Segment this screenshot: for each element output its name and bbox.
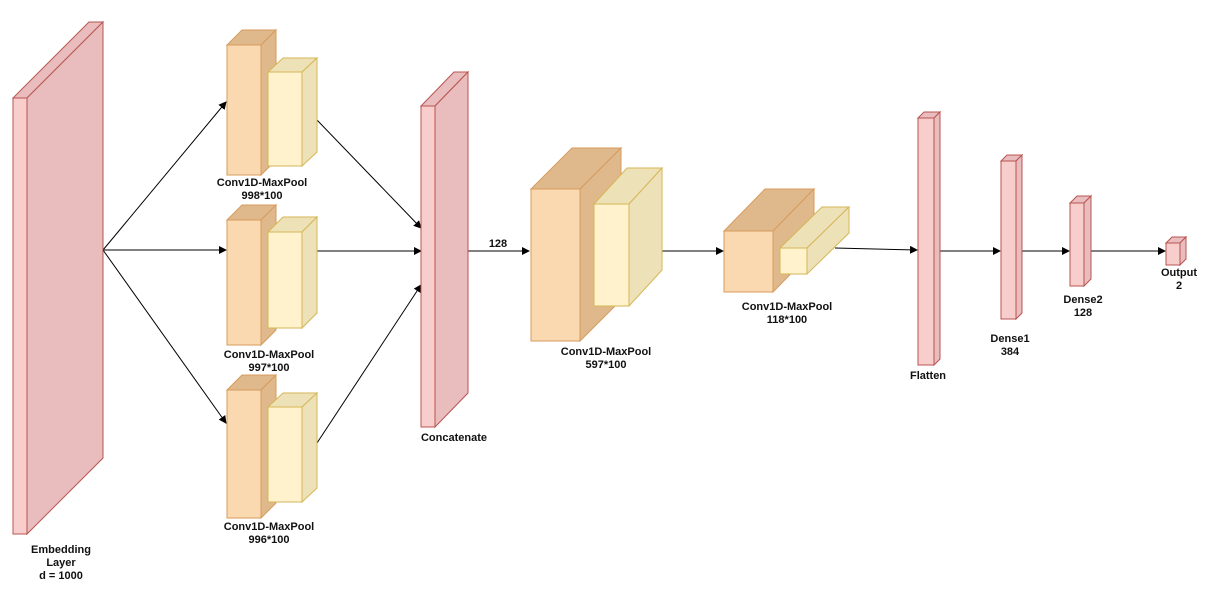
- conv-block-b: [225, 203, 319, 347]
- edge-embedding-to-conv-a: [102, 101, 227, 251]
- edge-embedding-to-conv-c: [102, 249, 227, 424]
- output-block: [1164, 235, 1188, 267]
- conv-b-label: Conv1D-MaxPool 997*100: [219, 349, 319, 375]
- concatenate-block: [419, 70, 470, 429]
- dense1-name: Dense1: [990, 333, 1030, 345]
- flatten-block: [916, 110, 942, 367]
- embedding-layer-label: Embedding Layer d = 1000: [16, 544, 106, 583]
- dense2-size: 128: [1073, 307, 1093, 319]
- conv-d-shape: 597*100: [585, 359, 627, 371]
- conv-a-name: Conv1D-MaxPool: [216, 177, 308, 189]
- output-name: Output: [1160, 267, 1198, 279]
- embedding-label-line2: Layer: [46, 557, 76, 569]
- edge-conv-e-to-flatten: [834, 245, 918, 254]
- dense1-label: Dense1 384: [980, 333, 1040, 359]
- dense2-name: Dense2: [1063, 294, 1103, 306]
- dense1-size: 384: [1000, 346, 1020, 358]
- conv-c-shape: 996*100: [248, 534, 290, 546]
- conv-e-shape: 118*100: [766, 314, 808, 326]
- edges: [102, 101, 1166, 444]
- conv-d-label: Conv1D-MaxPool 597*100: [556, 346, 656, 372]
- dense1-block: [999, 153, 1024, 321]
- conv-block-c: [225, 373, 319, 520]
- conv-e-label: Conv1D-MaxPool 118*100: [737, 301, 837, 327]
- conv-block-e: [722, 187, 851, 294]
- embedding-layer-block: [11, 20, 105, 536]
- conv-d-name: Conv1D-MaxPool: [560, 346, 652, 358]
- embedding-label-line1: Embedding: [31, 544, 91, 556]
- embedding-label-line3: d = 1000: [39, 570, 83, 582]
- conv-b-shape: 997*100: [248, 362, 290, 374]
- conv-b-name: Conv1D-MaxPool: [223, 349, 315, 361]
- conv-block-d: [529, 146, 664, 343]
- dense2-label: Dense2 128: [1053, 294, 1113, 320]
- conv-e-name: Conv1D-MaxPool: [741, 301, 833, 313]
- conv-a-label: Conv1D-MaxPool 998*100: [212, 177, 312, 203]
- edge-conv-c-to-concat: [316, 284, 422, 444]
- conv-block-a: [225, 28, 319, 177]
- edge-conv-a-to-concat: [316, 119, 422, 229]
- output-label: Output 2: [1149, 267, 1209, 293]
- flatten-label: Flatten: [909, 370, 947, 382]
- conv-a-shape: 998*100: [241, 190, 283, 202]
- edge-128-label: 128: [488, 238, 508, 250]
- conv-c-label: Conv1D-MaxPool 996*100: [219, 521, 319, 547]
- dense2-block: [1068, 194, 1093, 288]
- conv-c-name: Conv1D-MaxPool: [223, 521, 315, 533]
- concatenate-label: Concatenate: [420, 432, 488, 444]
- output-size: 2: [1175, 280, 1183, 292]
